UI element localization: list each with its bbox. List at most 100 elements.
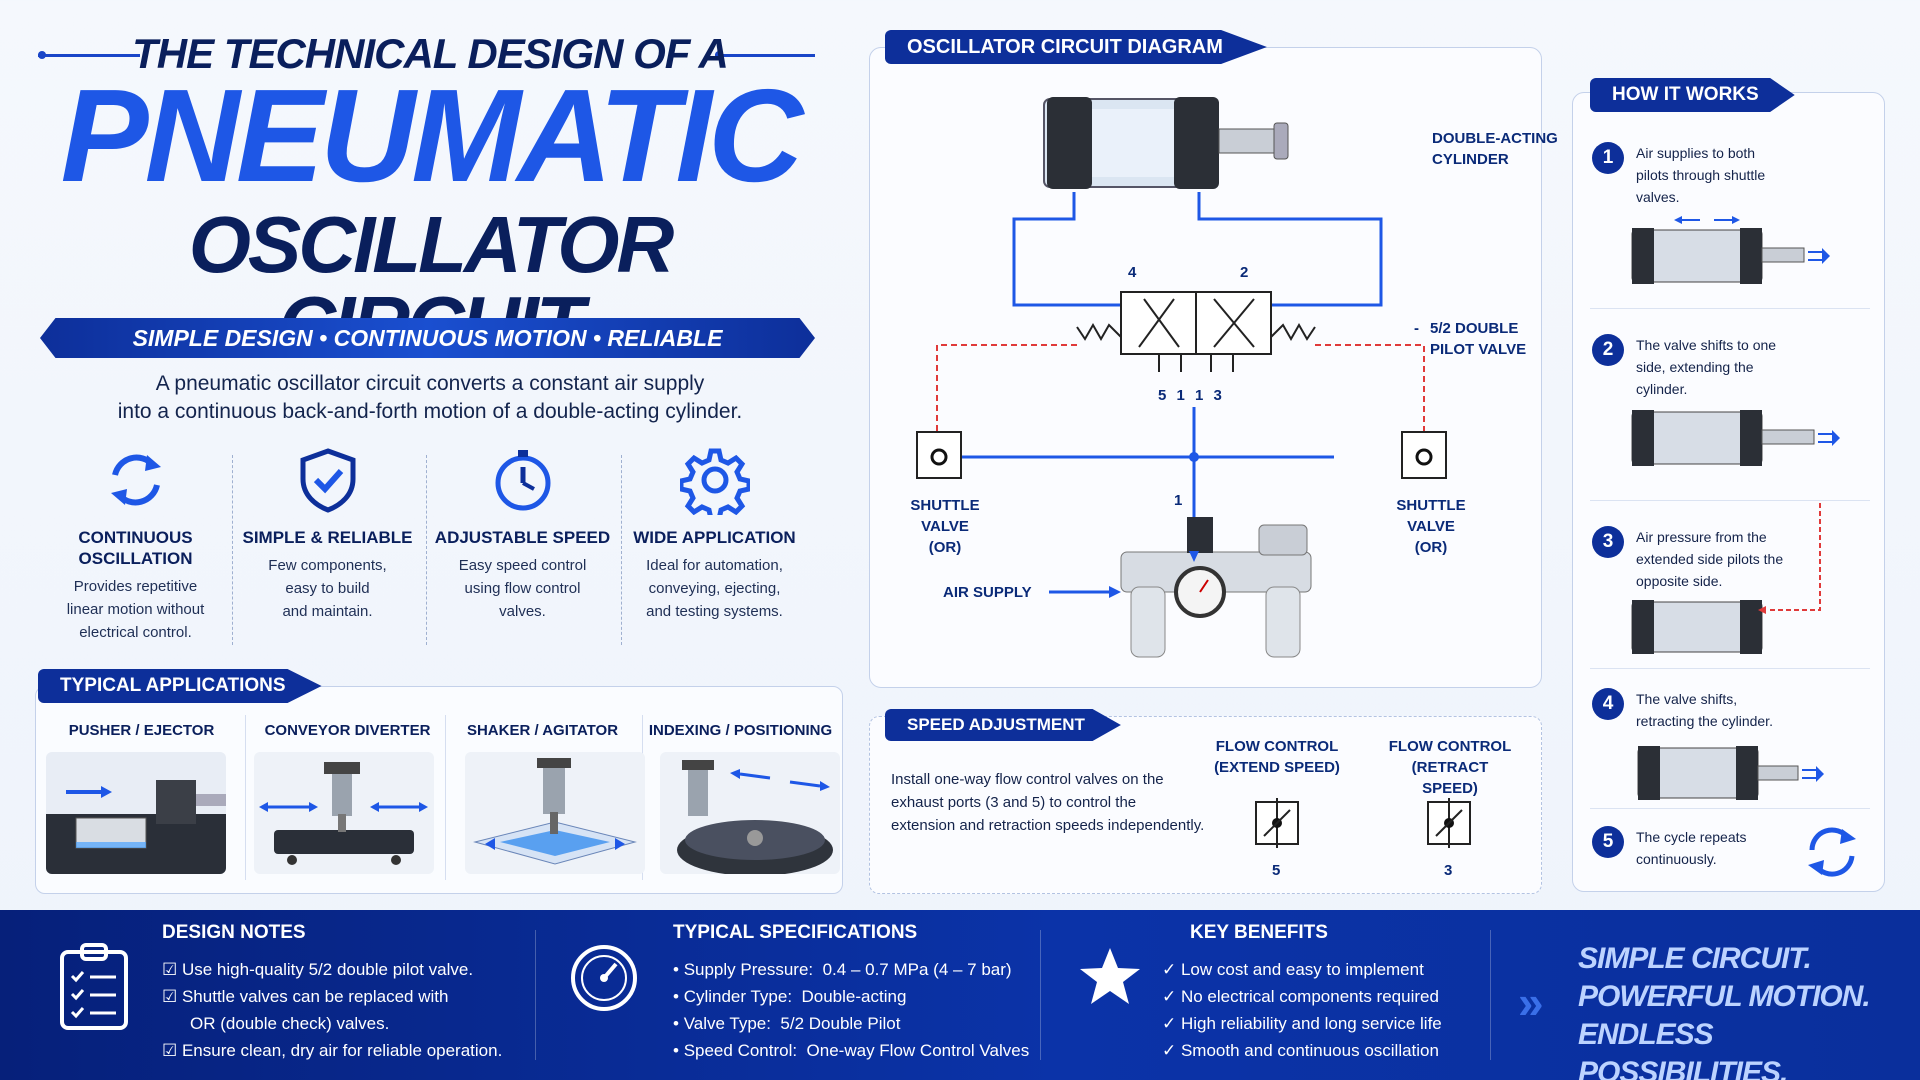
feature-continuous-oscillation: CONTINUOUS OSCILLATION Provides repetiti… [43, 445, 228, 644]
intro-line-1: A pneumatic oscillator circuit converts … [155, 372, 705, 395]
pre-title: THE TECHNICAL DESIGN OF A [132, 30, 729, 77]
specs-heading: TYPICAL SPECIFICATIONS [673, 922, 918, 943]
step-cylinder-illustrations [1631, 216, 1840, 800]
cycle-icon [101, 445, 171, 515]
step-1-number: 1 [1592, 142, 1624, 174]
design-notes-heading: DESIGN NOTES [162, 922, 306, 943]
step-divider [1590, 500, 1870, 501]
benefit-item: ✓ Smooth and continuous oscillation [1162, 1041, 1439, 1060]
step-3-number: 3 [1592, 526, 1624, 558]
air-service-unit [1049, 517, 1312, 658]
footer-divider [535, 930, 536, 1060]
shield-check-icon [293, 445, 363, 515]
flow-control-extend-symbol [1255, 798, 1299, 848]
flow-control-retract-symbol [1427, 798, 1471, 848]
spec-item: • Supply Pressure: 0.4 – 0.7 MPa (4 – 7 … [673, 960, 1012, 979]
shuttle-valve-right [1401, 431, 1447, 479]
spec-item: • Cylinder Type: Double-acting [673, 987, 907, 1006]
flow-control-port-3: 3 [1444, 862, 1453, 879]
benefit-item: ✓ No electrical components required [1162, 987, 1439, 1006]
footer-divider [1490, 930, 1491, 1060]
slogan: SIMPLE CIRCUIT.POWERFUL MOTION.ENDLESS P… [1578, 942, 1871, 1080]
step-4-text: The valve shifts, retracting the cylinde… [1636, 691, 1773, 729]
circuit-diagram-heading: OSCILLATOR CIRCUIT DIAGRAM [885, 30, 1267, 64]
note-item: ☑ Shuttle valves can be replaced with [162, 987, 449, 1006]
shuttle-valve-left [916, 431, 962, 479]
port-2-label: 2 [1240, 264, 1249, 281]
speed-adjustment-heading: SPEED ADJUSTMENT [885, 709, 1121, 741]
design-notes-list: ☑ Use high-quality 5/2 double pilot valv… [162, 956, 502, 1064]
benefits-list: ✓ Low cost and easy to implement ✓ No el… [1162, 956, 1442, 1064]
app-divider [245, 715, 246, 880]
flow-control-extend-label: FLOW CONTROL(EXTEND SPEED) [1214, 738, 1340, 776]
benefit-item: ✓ Low cost and easy to implement [1162, 960, 1424, 979]
app-title-diverter: CONVEYOR DIVERTER [264, 722, 431, 739]
gauge-icon [571, 945, 637, 1011]
port-1-label: 1 [1174, 492, 1183, 509]
bottom-ports-label: 5 1 1 3 [1158, 387, 1225, 404]
shuttle-valve-left-label: SHUTTLE VALVE(OR) [910, 497, 980, 556]
step-4-cylinder [1637, 746, 1824, 800]
step-5-text: The cycle repeats continuously. [1636, 829, 1747, 867]
five-two-double-pilot-valve [1076, 291, 1316, 372]
feature-divider [232, 455, 233, 645]
step-1-text: Air supplies to both pilots through shut… [1636, 145, 1766, 205]
step-divider [1590, 668, 1870, 669]
spec-item: • Speed Control: One-way Flow Control Va… [673, 1041, 1030, 1060]
speed-adjustment-text: Install one-way flow control valves on t… [891, 771, 1205, 834]
double-acting-cylinder [1043, 97, 1289, 189]
step-divider [1590, 308, 1870, 309]
step-2-cylinder [1631, 410, 1840, 466]
port-4-label: 4 [1128, 264, 1137, 281]
footer-band [0, 910, 1920, 1080]
air-supply-label: AIR SUPPLY [943, 584, 1032, 601]
indexing-illustration [660, 752, 840, 874]
star-icon [1080, 948, 1140, 1004]
specs-list: • Supply Pressure: 0.4 – 0.7 MPa (4 – 7 … [673, 956, 1029, 1064]
clipboard-icon [60, 943, 128, 1030]
intro-text: A pneumatic oscillator circuit converts … [60, 370, 800, 426]
note-item: OR (double check) valves. [190, 1014, 390, 1033]
app-divider [445, 715, 446, 880]
feature-desc: Ideal for automation,conveying, ejecting… [646, 557, 783, 620]
tagline-ribbon: SIMPLE DESIGN • CONTINUOUS MOTION • RELI… [40, 318, 815, 358]
note-item: ☑ Use high-quality 5/2 double pilot valv… [162, 960, 474, 979]
title-divider-left [38, 51, 140, 59]
how-it-works-heading: HOW IT WORKS [1590, 78, 1795, 112]
feature-divider [426, 455, 427, 645]
circuit-drawing [916, 97, 1447, 658]
feature-simple-reliable: SIMPLE & RELIABLE Few components,easy to… [235, 445, 420, 623]
flow-control-port-5: 5 [1272, 862, 1281, 879]
feature-divider [621, 455, 622, 645]
repeat-cycle-icon [1808, 827, 1856, 877]
benefits-heading: KEY BENEFITS [1190, 922, 1328, 943]
step-4-number: 4 [1592, 688, 1624, 720]
main-title: PNEUMATIC [60, 62, 804, 209]
valve-pointer-icon: - [1414, 320, 1419, 337]
intro-line-2: into a continuous back-and-forth motion … [117, 400, 743, 423]
title-divider-right [715, 51, 815, 59]
feature-wide-application: WIDE APPLICATION Ideal for automation,co… [622, 445, 807, 623]
step-1-cylinder [1631, 216, 1830, 284]
step-2-number: 2 [1592, 334, 1624, 366]
gear-icon [678, 445, 751, 522]
shuttle-valve-right-label: SHUTTLE VALVE(OR) [1396, 497, 1466, 556]
app-title-indexing: INDEXING / POSITIONING [648, 722, 833, 739]
benefit-item: ✓ High reliability and long service life [1162, 1014, 1442, 1033]
note-item: ☑ Ensure clean, dry air for reliable ope… [162, 1041, 503, 1060]
diverter-illustration [254, 752, 434, 874]
footer-divider [1040, 930, 1041, 1060]
step-2-text: The valve shifts to one side, extending … [1636, 337, 1777, 397]
chevron-right-icon: » [1518, 976, 1544, 1028]
app-title-shaker: SHAKER / AGITATOR [466, 722, 619, 739]
spec-item: • Valve Type: 5/2 Double Pilot [673, 1014, 901, 1033]
step-3-text: Air pressure from the extended side pilo… [1636, 529, 1784, 589]
step-5-number: 5 [1592, 826, 1624, 858]
pusher-illustration [46, 752, 226, 874]
